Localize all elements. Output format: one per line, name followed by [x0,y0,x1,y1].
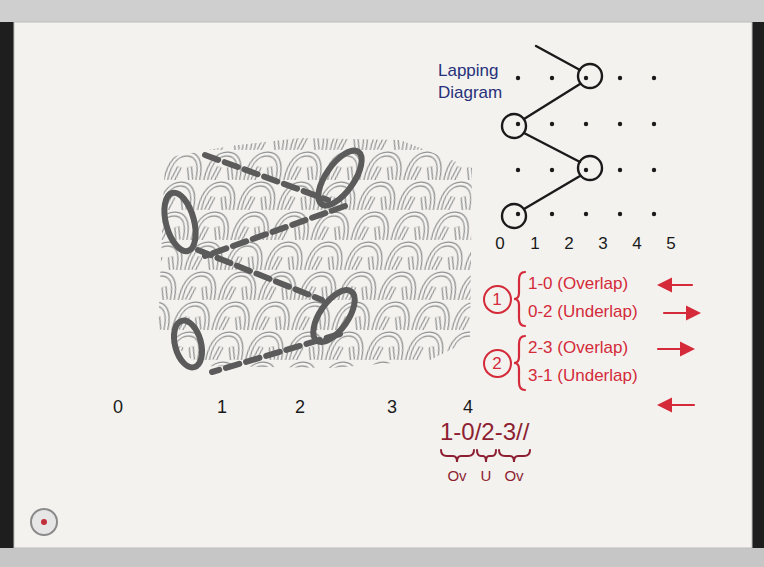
needle-dot [550,76,554,80]
lap-line [524,84,580,119]
needle-dot [550,212,554,216]
lap-note: 1-0 (Overlap) [528,274,628,294]
circled-number: 1 [483,285,512,314]
needle-dot [652,76,656,80]
notation-tag: Ov [447,467,466,485]
direction-arrow [660,284,692,286]
board-icon [31,509,57,535]
underlap-yarn [205,206,345,256]
callout-number: 2 [492,355,501,372]
space-number: 3 [598,234,607,254]
underbrace [477,450,496,462]
underbraces [441,450,530,462]
curly-brace [514,272,525,326]
lap-note: 2-3 (Overlap) [528,338,628,358]
direction-arrow [664,312,698,314]
lap-loop [578,64,602,88]
needle-number: 0 [113,397,123,419]
overlap-loop [305,283,362,348]
space-number: 0 [495,234,504,254]
lap-loop [502,204,526,228]
lap-loop [578,156,602,180]
needle-dot [652,212,656,216]
space-number: 5 [666,234,675,254]
space-number: 4 [632,234,641,254]
lap-note: 3-1 (Underlap) [528,366,638,386]
needle-number: 3 [387,397,397,419]
underlap-yarn [205,155,328,200]
needle-dot [652,168,656,172]
direction-arrow [660,404,694,406]
lap-line [536,46,580,70]
lap-loop [502,114,526,138]
fabric-mesh [158,138,472,368]
needle-dot [618,212,622,216]
needle-dot [584,212,588,216]
curly-brace [514,336,525,390]
underbrace [499,450,530,462]
needle-dot [618,122,622,126]
needle-dot [516,76,520,80]
underbrace [441,450,474,462]
lapping-notation: 1-0/2-3// [440,418,529,447]
diagram-heading: Lapping Diagram [438,60,510,104]
wall-top [0,0,764,22]
needle-dot [584,122,588,126]
needle-dots [516,76,656,216]
needle-dot [618,76,622,80]
needle-dot [652,122,656,126]
needle-number: 2 [295,397,305,419]
needle-number: 4 [463,397,473,419]
needle-dot [584,168,588,172]
needle-dot [516,168,520,172]
lapping-yarn [159,144,370,372]
wall-bottom [0,548,764,567]
overlap-loop [169,317,207,370]
lap-line [524,176,580,209]
space-number: 1 [530,234,539,254]
needle-dot [618,168,622,172]
whiteboard [14,22,752,548]
underlap-yarn [198,250,322,300]
overlap-loop [159,189,202,254]
circled-number: 2 [483,349,512,378]
overlap-loop [310,144,370,212]
notation-tag: U [481,467,492,485]
needle-dot [584,76,588,80]
lap-note: 0-2 (Underlap) [528,302,638,322]
needle-number: 1 [217,397,227,419]
needle-dot [516,122,520,126]
needle-dot [516,212,520,216]
needle-dot [550,122,554,126]
callout-number: 1 [492,291,501,308]
needle-dot [550,168,554,172]
space-number: 2 [564,234,573,254]
lapping-path [502,46,602,228]
lap-line [524,133,580,162]
direction-arrow [658,348,692,350]
board-icon-dot [41,519,47,525]
annotation-marks [514,272,698,405]
notation-tag: Ov [504,467,523,485]
